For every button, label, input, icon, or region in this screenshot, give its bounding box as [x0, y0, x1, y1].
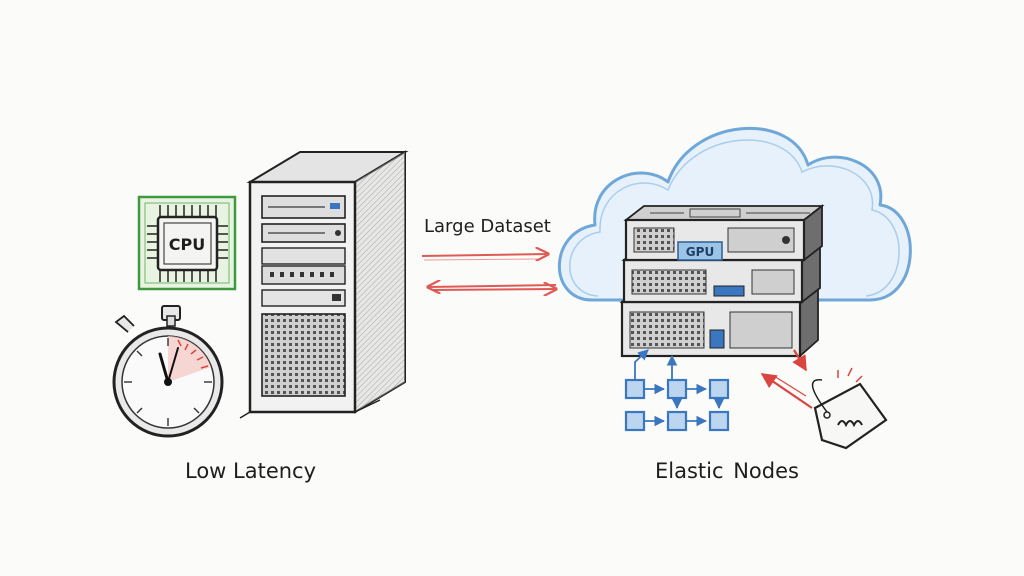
- price-tag-icon: [760, 349, 888, 450]
- stopwatch-icon: [112, 305, 224, 438]
- node-grid-icon: [624, 349, 730, 432]
- gpu-server-stack-icon: [619, 204, 825, 359]
- cpu-chip-label: CPU: [169, 235, 205, 254]
- tower-server-icon: [239, 150, 409, 419]
- label-elastic-nodes: Elastic Nodes: [655, 459, 799, 483]
- cpu-chip-icon: [137, 195, 237, 291]
- data-transfer-arrows-icon: [421, 254, 556, 290]
- gpu-server-label: GPU: [686, 245, 714, 259]
- label-large-dataset: Large Dataset: [424, 216, 551, 237]
- label-low-latency: Low Latency: [185, 459, 317, 483]
